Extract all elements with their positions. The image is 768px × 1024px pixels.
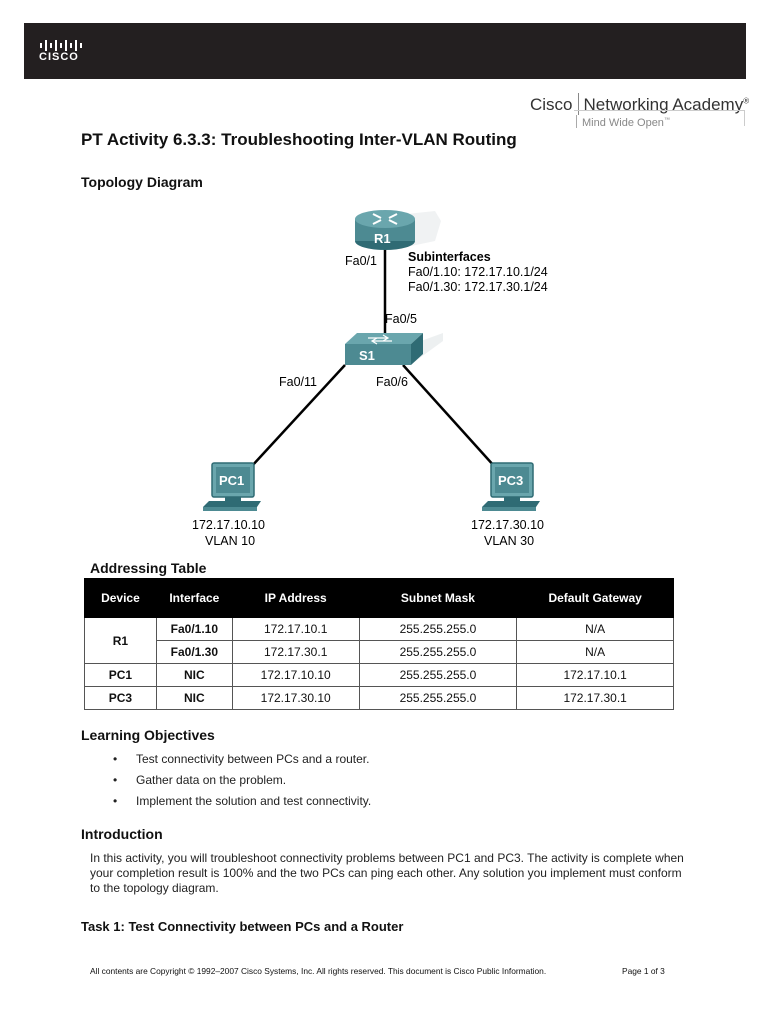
header-banner — [24, 23, 746, 79]
cell-ip: 172.17.30.1 — [231, 640, 360, 664]
cell-interface: Fa0/1.30 — [155, 640, 233, 664]
link-s1-pc1 — [250, 364, 346, 468]
cell-gateway: 172.17.10.1 — [516, 663, 674, 687]
col-header-gateway: Default Gateway — [516, 578, 674, 618]
list-item: Gather data on the problem. — [110, 773, 371, 794]
cell-gateway: N/A — [516, 640, 674, 664]
table-row: PC3 NIC 172.17.30.10 255.255.255.0 172.1… — [84, 686, 674, 710]
academy-reg: ® — [743, 96, 750, 106]
cell-interface: NIC — [155, 686, 233, 710]
table-header-row: Device Interface IP Address Subnet Mask … — [84, 578, 674, 618]
header-rule-end — [744, 110, 745, 126]
cisco-logo-text: CISCO — [39, 51, 79, 63]
link-s1-pc3 — [402, 364, 496, 468]
topology-heading: Topology Diagram — [81, 174, 203, 190]
pc1-icon — [203, 462, 261, 511]
col-header-ip: IP Address — [231, 578, 360, 618]
cell-device: PC3 — [84, 686, 157, 710]
s1-uplink-label: Fa0/5 — [385, 312, 417, 326]
r1-port-label: Fa0/1 — [345, 254, 377, 268]
footer-copyright: All contents are Copyright © 1992–2007 C… — [90, 966, 547, 976]
s1-port-pc3-label: Fa0/6 — [376, 375, 408, 389]
col-header-mask: Subnet Mask — [358, 578, 518, 618]
list-item: Implement the solution and test connecti… — [110, 794, 371, 815]
cell-gateway: 172.17.30.1 — [516, 686, 674, 710]
pc3-ip: 172.17.30.10 — [471, 518, 544, 532]
academy-tagline: Mind Wide Open — [582, 117, 664, 129]
cell-ip: 172.17.10.10 — [231, 663, 360, 687]
cisco-bridge-icon — [40, 40, 82, 51]
cell-device: R1 — [84, 617, 157, 664]
introduction-heading: Introduction — [81, 826, 163, 842]
academy-cisco: Cisco — [530, 95, 573, 114]
switch-label: S1 — [359, 348, 375, 363]
pc1-ip: 172.17.10.10 — [192, 518, 265, 532]
pc3-vlan: VLAN 30 — [484, 534, 535, 548]
router-r1-icon — [355, 210, 441, 250]
header-rule — [574, 110, 744, 111]
col-header-interface: Interface — [155, 578, 233, 618]
cisco-logo: CISCO — [39, 36, 100, 68]
cell-mask: 255.255.255.0 — [358, 686, 518, 710]
cell-interface: NIC — [155, 663, 233, 687]
table-row: Fa0/1.30 172.17.30.1 255.255.255.0 N/A — [85, 640, 674, 664]
introduction-text: In this activity, you will troubleshoot … — [90, 851, 684, 895]
switch-s1-icon — [345, 333, 443, 365]
tagline-tm: ™ — [663, 117, 670, 124]
page-number: Page 1 of 3 — [622, 966, 665, 976]
pc3-label: PC3 — [498, 473, 524, 488]
cell-interface: Fa0/1.10 — [155, 617, 233, 641]
table-row: PC1 NIC 172.17.10.10 255.255.255.0 172.1… — [84, 663, 674, 687]
router-label: R1 — [374, 231, 391, 246]
page-title: PT Activity 6.3.3: Troubleshooting Inter… — [81, 130, 517, 149]
task1-heading: Task 1: Test Connectivity between PCs an… — [81, 919, 404, 934]
table-row: R1 Fa0/1.10 172.17.10.1 255.255.255.0 N/… — [84, 617, 674, 664]
cell-mask: 255.255.255.0 — [358, 663, 518, 687]
pc1-label: PC1 — [219, 473, 245, 488]
cell-mask: 255.255.255.0 — [358, 617, 518, 641]
academy-name: Networking Academy — [583, 95, 744, 114]
academy-logo: Cisco Networking Academy® Mind Wide Open™ — [530, 93, 750, 129]
subinterface-2: Fa0/1.30: 172.17.30.1/24 — [408, 280, 548, 294]
subinterface-1: Fa0/1.10: 172.17.10.1/24 — [408, 265, 548, 279]
col-header-device: Device — [84, 578, 157, 618]
addressing-table: Device Interface IP Address Subnet Mask … — [84, 578, 674, 710]
cell-gateway: N/A — [516, 617, 674, 641]
addressing-heading: Addressing Table — [90, 560, 207, 576]
cell-mask: 255.255.255.0 — [358, 640, 518, 664]
subinterfaces-title: Subinterfaces — [408, 250, 491, 264]
pc1-vlan: VLAN 10 — [205, 534, 256, 548]
list-item: Test connectivity between PCs and a rout… — [110, 752, 371, 773]
cell-device: PC1 — [84, 663, 157, 687]
cell-ip: 172.17.10.1 — [231, 617, 360, 641]
objectives-list: Test connectivity between PCs and a rout… — [110, 752, 371, 815]
topology-diagram: R1 S1 PC1 PC3 Fa0/1 Fa0/5 Fa0/11 Fa0/6 S… — [185, 205, 575, 565]
s1-port-pc1-label: Fa0/11 — [279, 375, 317, 389]
cell-ip: 172.17.30.10 — [231, 686, 360, 710]
objectives-heading: Learning Objectives — [81, 727, 215, 743]
pc3-icon — [482, 462, 540, 511]
